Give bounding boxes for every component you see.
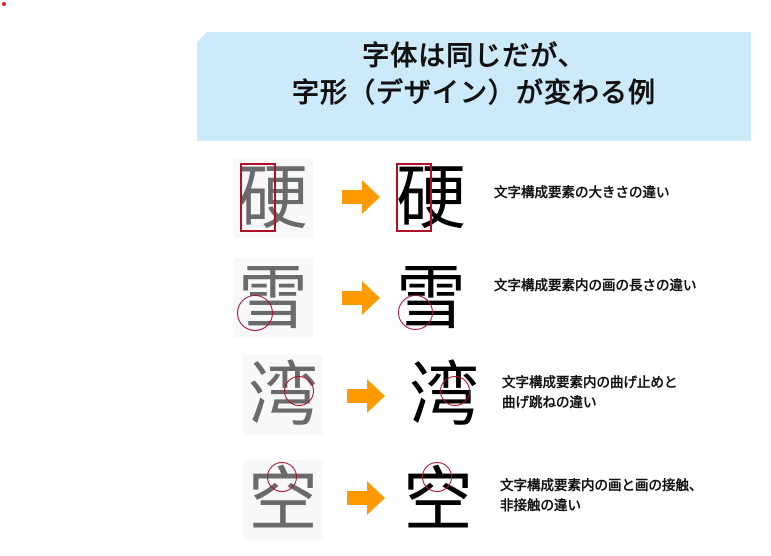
description-line-1: 文字構成要素内の画と画の接触、 bbox=[500, 478, 703, 494]
right-arrow-icon bbox=[342, 180, 380, 214]
example-row-bend-stop: 湾 湾 文字構成要素内の曲げ止めと 曲げ跳ねの違い bbox=[0, 352, 771, 452]
highlight-circle bbox=[267, 462, 297, 492]
title-banner: 字体は同じだが、 字形（デザイン）が変わる例 bbox=[197, 32, 751, 141]
description-line-2: 曲げ跳ねの違い bbox=[502, 395, 597, 411]
description-line-1: 文字構成要素内の曲げ止めと bbox=[502, 375, 678, 391]
highlight-circle bbox=[284, 376, 314, 406]
highlight-circle bbox=[398, 295, 433, 330]
glyph-after: 雪 bbox=[396, 257, 466, 339]
example-row-stroke-contact: 空 空 文字構成要素内の画と画の接触、 非接触の違い bbox=[0, 450, 771, 550]
description: 文字構成要素内の画の長さの違い bbox=[494, 276, 697, 296]
right-arrow-icon bbox=[342, 281, 380, 315]
right-arrow-icon bbox=[347, 481, 385, 515]
description: 文字構成要素内の曲げ止めと 曲げ跳ねの違い bbox=[502, 373, 678, 413]
highlight-rectangle bbox=[396, 163, 432, 232]
highlight-circle bbox=[237, 295, 273, 331]
title-line-1: 字体は同じだが、 bbox=[362, 41, 586, 72]
marker-dot bbox=[2, 2, 6, 6]
right-arrow-icon bbox=[347, 379, 385, 413]
description-line-1: 文字構成要素の大きさの違い bbox=[494, 185, 670, 201]
example-row-size: 硬 硬 文字構成要素の大きさの違い bbox=[0, 155, 771, 255]
highlight-circle bbox=[422, 462, 452, 492]
example-row-stroke-length: 雪 雪 文字構成要素内の画の長さの違い bbox=[0, 253, 771, 353]
description-line-1: 文字構成要素内の画の長さの違い bbox=[494, 278, 697, 294]
highlight-rectangle bbox=[240, 163, 276, 232]
description: 文字構成要素内の画と画の接触、 非接触の違い bbox=[500, 476, 703, 516]
glyph-before: 空 bbox=[243, 460, 323, 540]
glyph-before: 硬 bbox=[233, 158, 313, 238]
description: 文字構成要素の大きさの違い bbox=[494, 183, 670, 203]
title-line-2: 字形（デザイン）が変わる例 bbox=[292, 78, 656, 109]
description-line-2: 非接触の違い bbox=[500, 498, 581, 514]
highlight-circle bbox=[440, 376, 470, 406]
